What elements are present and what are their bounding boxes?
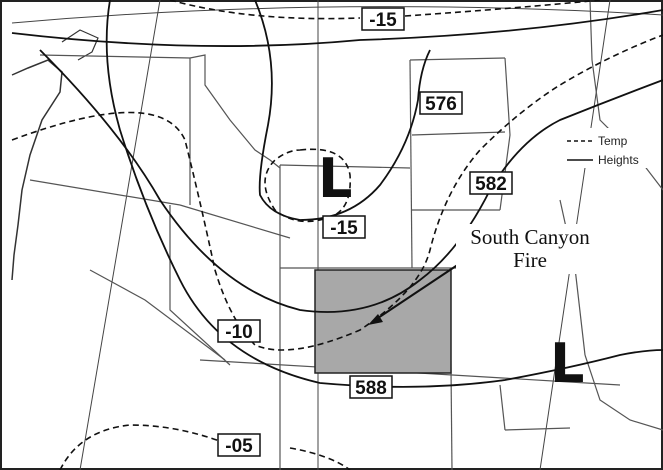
latitude-line-north (11, 6, 663, 24)
height-contour-north (11, 9, 663, 47)
border-id-mt (189, 54, 281, 169)
border-tx-ok (504, 427, 571, 431)
height-contour-576 (254, 0, 431, 221)
height-contour-588 (105, 0, 663, 388)
annotation-line-1: South Canyon (470, 225, 590, 249)
label-height-576: 576 (425, 94, 457, 115)
legend: Temp Heights (563, 128, 655, 168)
border-ar (584, 354, 663, 431)
height-contours (11, 0, 663, 388)
label-temp-left: -10 (225, 322, 252, 343)
coastline (11, 59, 63, 281)
annotation-line-2: Fire (513, 248, 547, 272)
highlighted-state-colorado (314, 269, 452, 374)
border-ca-nv (89, 269, 226, 361)
temp-contour-top-west (169, 0, 361, 20)
border-wa-bc (39, 54, 191, 59)
label-height-582: 582 (475, 174, 507, 195)
meridian-west (79, 0, 161, 470)
label-box-temp-bottom (217, 433, 261, 457)
border-or-north (29, 179, 181, 206)
annotation-background (456, 224, 604, 274)
legend-background (563, 128, 655, 168)
temperature-contours (11, 0, 663, 470)
label-box-temp-left (217, 319, 261, 343)
legend-heights-label: Heights (598, 153, 639, 167)
border-ks-mo (574, 267, 586, 356)
label-temp-center: -15 (330, 218, 358, 239)
height-contour-582 (39, 49, 663, 313)
fire-pointer (368, 261, 463, 325)
border-mt-wy (279, 164, 411, 169)
label-height-588: 588 (355, 378, 387, 399)
temp-contour-closed-low (264, 148, 352, 223)
fire-arrow-line (371, 261, 463, 323)
border-great-lakes (589, 0, 663, 191)
coastline-islands (61, 29, 99, 61)
label-box-588 (349, 375, 393, 399)
low-pressure-north: L (318, 147, 352, 210)
temp-contour-minus-10 (11, 34, 663, 351)
low-pressure-southeast: L (550, 332, 584, 395)
label-box-temp-center (322, 215, 366, 239)
legend-temp-label: Temp (598, 134, 628, 148)
label-temp-top: -15 (369, 10, 397, 31)
border-ok (499, 384, 506, 431)
border-or-id (179, 204, 291, 239)
label-box-576 (419, 91, 463, 115)
temp-contour-top-east (404, 0, 601, 17)
border-nv-ut (169, 205, 231, 366)
contour-labels: -15 576 582 -15 -10 588 -05 (217, 7, 513, 457)
label-temp-bottom: -05 (225, 436, 253, 457)
border-wy-east (409, 59, 413, 269)
fire-arrow-head (368, 314, 383, 325)
label-box-temp-top (361, 7, 405, 31)
label-box-582 (469, 171, 513, 195)
border-nd-sd (411, 131, 506, 136)
